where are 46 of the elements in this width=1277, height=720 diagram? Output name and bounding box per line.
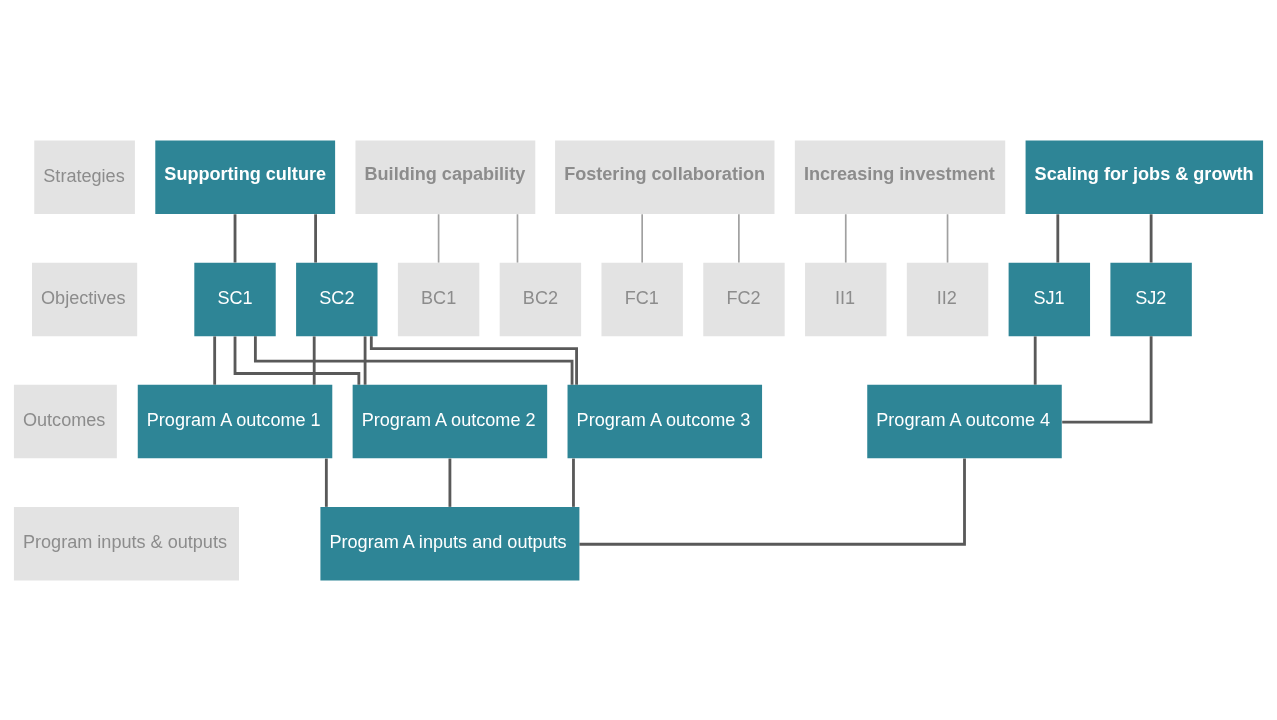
connector: [324, 458, 328, 507]
node-box: Outcomes: [13, 384, 117, 458]
connector: [1033, 335, 1037, 385]
node-box: Strategies: [34, 140, 135, 214]
node-box: SJ2: [1110, 262, 1192, 336]
node-box: Program A outcome 2: [352, 384, 548, 458]
node-box: Fostering collaboration: [555, 140, 775, 214]
connector: [946, 212, 949, 263]
node-box: FC1: [601, 262, 683, 336]
connector: [572, 458, 575, 507]
node-box: BC1: [397, 262, 480, 336]
connector: [738, 212, 740, 263]
connector: [213, 335, 217, 385]
node-box: BC2: [499, 262, 582, 336]
connector: [314, 213, 317, 263]
node-box: Scaling for jobs & growth: [1025, 140, 1264, 214]
connector: [363, 335, 367, 385]
node-box: Objectives: [32, 262, 138, 336]
node-box: Program A outcome 3: [567, 384, 763, 458]
node-box: Increasing investment: [794, 140, 1006, 214]
connector: [253, 335, 574, 385]
node-box: II1: [805, 262, 887, 336]
connector: [516, 212, 519, 263]
connector: [1149, 213, 1153, 263]
node-box: Program A outcome 4: [867, 384, 1062, 458]
connector: [1056, 213, 1060, 263]
node-box: Supporting culture: [155, 140, 336, 214]
node-box: SC1: [194, 262, 276, 336]
connector: [641, 212, 644, 263]
connector: [233, 213, 237, 263]
node-box: Program A outcome 1: [137, 384, 333, 458]
connector: [437, 212, 440, 263]
connector: [233, 335, 361, 385]
connector: [312, 335, 316, 385]
node-box: Program A inputs and outputs: [320, 506, 580, 580]
connector: [369, 335, 578, 385]
node-box: SJ1: [1008, 262, 1091, 336]
connector: [844, 212, 847, 263]
node-box: Program inputs & outputs: [13, 506, 239, 580]
node-box: FC2: [703, 262, 785, 336]
node-box: SC2: [296, 262, 378, 336]
node-box: Building capability: [355, 140, 536, 214]
node-box: II2: [906, 262, 989, 336]
connector: [579, 457, 966, 546]
connector: [1062, 335, 1153, 424]
connector: [448, 458, 452, 507]
